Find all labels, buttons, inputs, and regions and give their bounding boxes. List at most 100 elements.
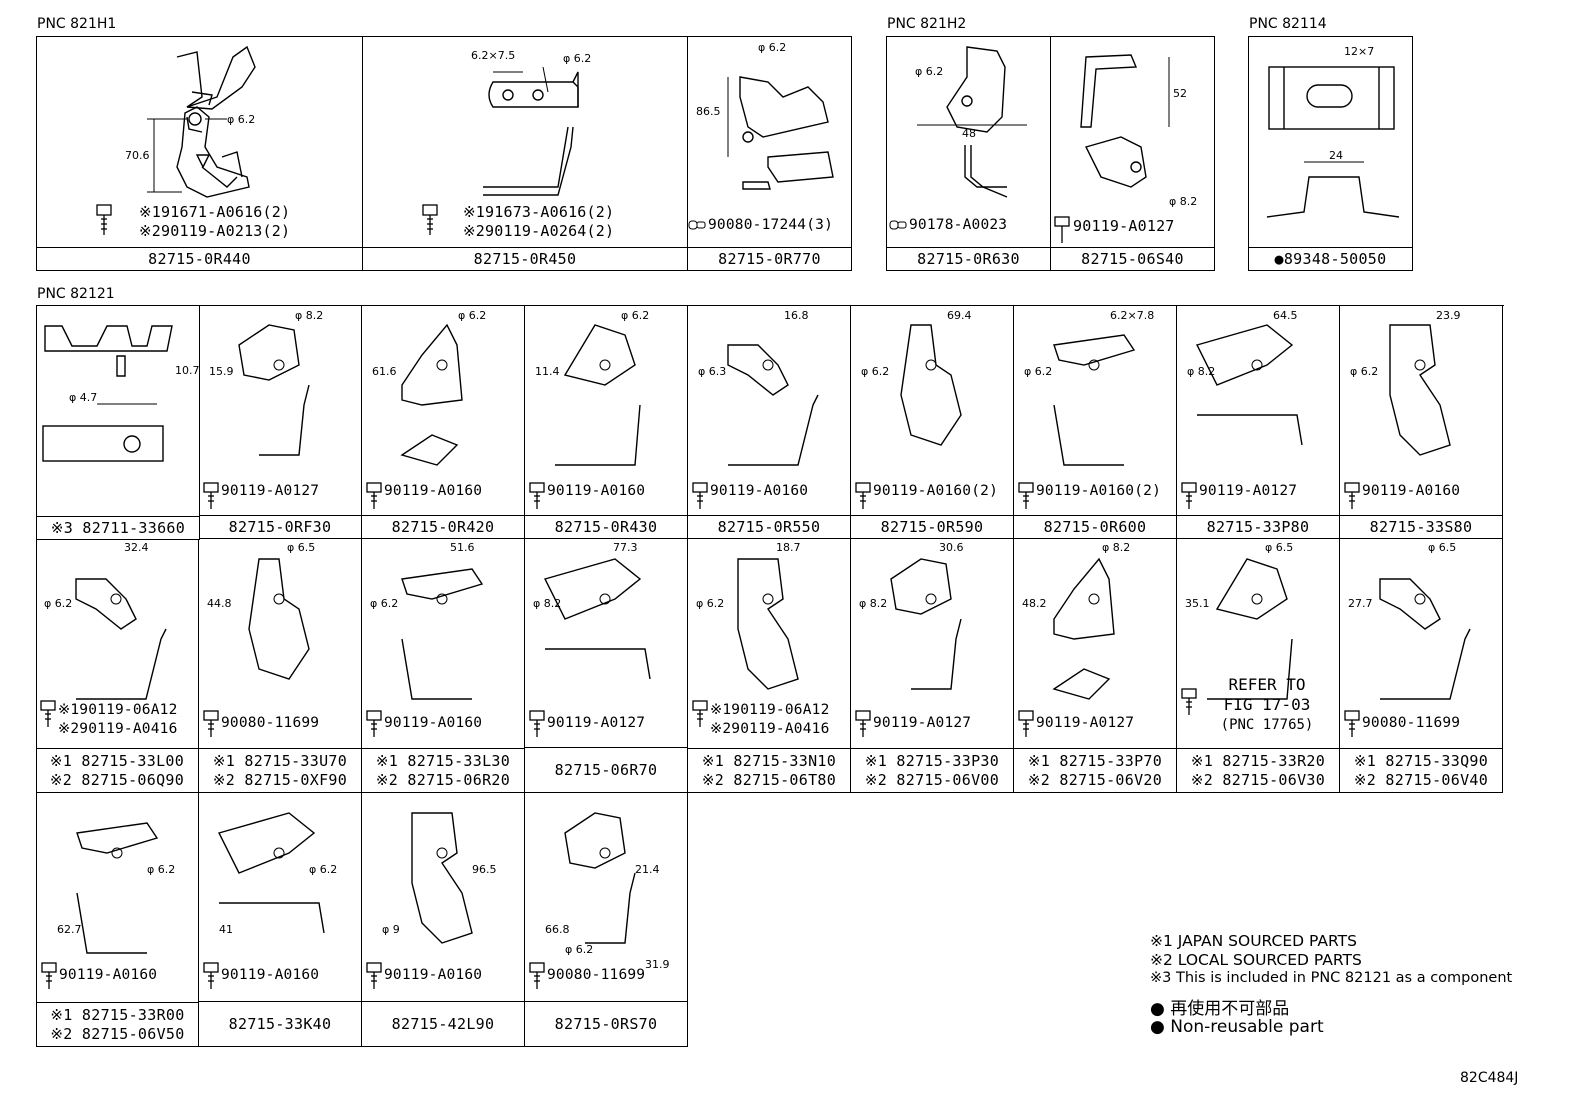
part-cell[interactable]: φ 6.2 48 90178-A0023 82715-0R630 — [887, 37, 1051, 271]
note-non-reusable: ● Non-reusable part — [1150, 1017, 1324, 1037]
part-cell[interactable]: φ 6.2 70.6 ※191671-A0616(2) ※290119-A021… — [37, 37, 363, 271]
bolt-icon — [691, 481, 709, 515]
part-number: ※1 82715-33P30※2 82715-06V00 — [851, 748, 1013, 792]
bolt-icon — [202, 709, 220, 743]
dim-label: 66.8 — [545, 923, 570, 936]
part-number-line: ※1 82715-33U70 — [212, 752, 348, 770]
fastener-label: 90119-A0127 — [547, 715, 646, 731]
part-cell[interactable]: φ 6.2 86.5 90080-17244(3) 82715-0R770 — [688, 37, 852, 271]
bracket-drawing — [1389, 324, 1451, 456]
part-number-line: ※2 82715-06Q90 — [49, 771, 185, 789]
pnc-821h2-group: φ 6.2 48 90178-A0023 82715-0R630 52 φ 8.… — [886, 36, 1215, 271]
bracket-drawing — [737, 558, 799, 690]
bolt-icon — [1343, 709, 1361, 743]
dim-label: 69.4 — [947, 309, 972, 322]
part-cell[interactable]: 52 φ 8.2 90119-A0127 82715-06S40 — [1051, 37, 1215, 271]
dim-label: 15.9 — [209, 365, 234, 378]
part-cell[interactable]: 10.7 φ 4.7 ※3 82711-33660 — [37, 306, 200, 540]
part-number: 82715-0R590 — [851, 515, 1013, 538]
dim-label: 21.4 — [635, 863, 660, 876]
fastener-label: 90119-A0160(2) — [873, 483, 999, 499]
part-number-line: ※2 82715-06R20 — [375, 771, 511, 789]
note-component: ※3 This is included in PNC 82121 as a co… — [1150, 970, 1513, 986]
note-japan: ※1 JAPAN SOURCED PARTS — [1150, 932, 1357, 950]
part-number: ※1 82715-33R00※2 82715-06V50 — [37, 1002, 198, 1046]
dim-label: φ 6.2 — [458, 309, 487, 322]
dim-label: φ 6.5 — [287, 541, 316, 554]
dim-label: 16.8 — [784, 309, 809, 322]
part-number-line: ※1 82715-33P70 — [1027, 752, 1163, 770]
note-local: ※2 LOCAL SOURCED PARTS — [1150, 951, 1362, 969]
dim-label: 18.7 — [776, 541, 801, 554]
dim-label: φ 6.2 — [370, 597, 399, 610]
part-number: 82715-0RF30 — [199, 515, 361, 538]
fastener-label: ※290119-A0416 — [58, 721, 178, 737]
bolt-icon — [528, 961, 546, 995]
bracket-drawing — [238, 324, 310, 456]
part-number: 82715-42L90 — [362, 1001, 524, 1046]
part-number: 82715-0R630 — [887, 247, 1050, 270]
fastener-label: 90119-A0127 — [1036, 715, 1135, 731]
pnc-82121-group: 10.7 φ 4.7 ※3 82711-33660 — [36, 305, 1504, 794]
bolt-icon — [1180, 687, 1198, 721]
part-number-line: 82715-33K40 — [228, 1015, 332, 1033]
dim-label: 30.6 — [939, 541, 964, 554]
dim-label: φ 8.2 — [1169, 195, 1198, 208]
bolt-icon — [1180, 481, 1198, 515]
part-number-line: 82715-42L90 — [391, 1015, 495, 1033]
dim-label: 35.1 — [1185, 597, 1210, 610]
figure-code: 82C484J — [1460, 1070, 1519, 1086]
dim-label: φ 6.2 — [915, 65, 944, 78]
part-number-line: ※1 82715-33L30 — [375, 752, 511, 770]
dim-label: φ 6.3 — [698, 365, 727, 378]
bracket-drawing — [1207, 558, 1293, 700]
dim-label: 70.6 — [125, 149, 150, 162]
dim-label: φ 6.2 — [1350, 365, 1379, 378]
fastener-label: 90119-A0160(2) — [1036, 483, 1162, 499]
part-number: 82715-0R450 — [363, 247, 687, 270]
part-number: ※1 82715-33L00※2 82715-06Q90 — [36, 748, 198, 792]
pnc-821h1-group: φ 6.2 70.6 ※191671-A0616(2) ※290119-A021… — [36, 36, 852, 271]
refer-text: (PNC 17765) — [1220, 717, 1314, 733]
dim-label: 41 — [219, 923, 233, 936]
bolt-icon — [528, 481, 546, 515]
dim-label: 24 — [1329, 149, 1343, 162]
bolt-icon — [854, 709, 872, 743]
bolt-icon — [365, 709, 383, 743]
pnc-82114-group: 12×7 24 ●89348-50050 — [1248, 36, 1413, 271]
part-number: 82715-0R440 — [37, 247, 362, 270]
dim-label: φ 6.2 — [309, 863, 338, 876]
fastener-label: 90119-A0160 — [1362, 483, 1461, 499]
part-cell[interactable]: 6.2×7.5 φ 6.2 ※191673-A0616(2) ※290119-A… — [363, 37, 688, 271]
dim-label: 11.4 — [535, 365, 560, 378]
part-cell[interactable]: 12×7 24 ●89348-50050 — [1249, 37, 1413, 271]
dim-label: φ 6.2 — [147, 863, 176, 876]
fastener-text: 90080-17244(3) — [708, 217, 834, 233]
bolt-icon — [1017, 709, 1035, 743]
bolt-icon — [854, 481, 872, 515]
part-number-line: 82715-0RS70 — [554, 1015, 658, 1033]
dim-label: 23.9 — [1436, 309, 1461, 322]
dim-label: φ 6.2 — [1024, 365, 1053, 378]
